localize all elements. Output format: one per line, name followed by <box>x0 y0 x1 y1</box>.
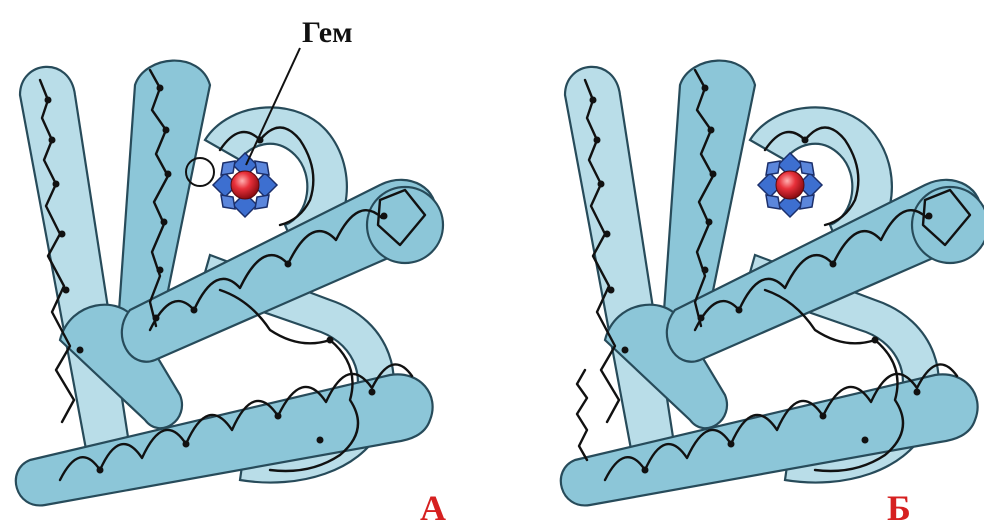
protein-ribbon-a <box>16 61 443 506</box>
panel-a: Гем А <box>16 16 446 528</box>
panel-letter-b: Б <box>887 488 911 528</box>
heme-label: Гем <box>302 16 353 49</box>
panel-b: Б <box>561 61 984 528</box>
panel-letter-a: А <box>420 488 446 528</box>
dangling-chain-end <box>577 370 587 460</box>
heme-group-b <box>758 153 822 217</box>
protein-ribbon-b <box>561 61 984 506</box>
heme-group-a <box>213 153 277 217</box>
